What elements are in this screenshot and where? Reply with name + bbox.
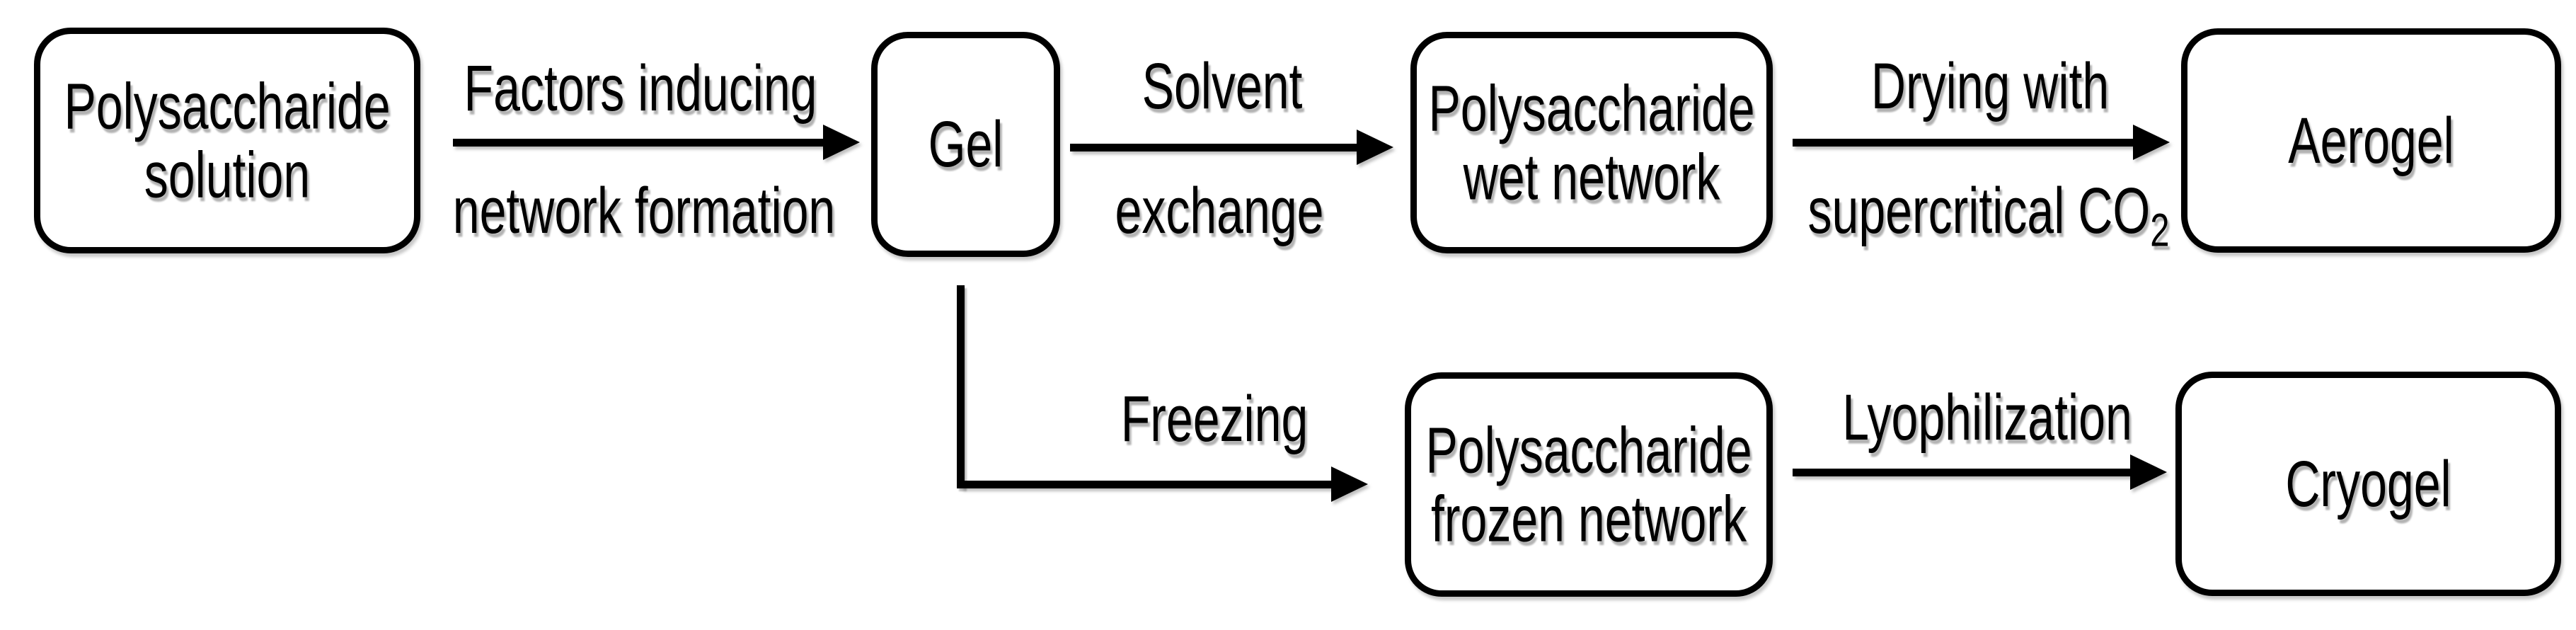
node-label-line1: Polysaccharide: [1425, 413, 1752, 487]
edge-label-drying-line1: Drying with: [1870, 50, 2110, 123]
arrow-shaft: [1793, 138, 2133, 147]
node-label-line1: Polysaccharide: [64, 69, 391, 143]
arrow-gel-to-frozen-network: [961, 466, 1368, 502]
edge-label-freezing: Freezing: [1120, 382, 1309, 456]
co2-subscript: 2: [2150, 205, 2170, 257]
connector-gel-down-line: [957, 285, 965, 488]
edge-label-factors-line2: network formation: [452, 174, 836, 248]
edge-label-lyophilization: Lyophilization: [1842, 381, 2132, 454]
node-label: Aerogel: [2288, 104, 2454, 177]
edge-label-solvent-line1: Solvent: [1142, 50, 1303, 123]
node-gel: Gel: [871, 32, 1060, 257]
arrow-shaft: [961, 480, 1331, 488]
arrow-wet-network-to-aerogel: [1793, 125, 2170, 160]
arrow-shaft: [1070, 143, 1357, 151]
arrow-frozen-network-to-cryogel: [1793, 454, 2167, 490]
node-aerogel: Aerogel: [2181, 28, 2561, 253]
node-label-line2: wet network: [1463, 140, 1720, 214]
arrowhead-right-icon: [1331, 466, 1368, 502]
edge-label-drying-line2-text: supercritical CO: [1807, 174, 2151, 248]
arrow-shaft: [1793, 468, 2130, 476]
edge-label-factors-line1: Factors inducing: [464, 52, 817, 125]
node-label-line1: Polysaccharide: [1428, 71, 1755, 145]
arrow-shaft: [453, 138, 823, 147]
arrow-gel-to-wet-network: [1070, 130, 1393, 165]
node-label-line2: frozen network: [1431, 482, 1747, 556]
arrowhead-right-icon: [2130, 454, 2167, 490]
edge-label-solvent-line2: exchange: [1115, 174, 1324, 248]
node-label: Cryogel: [2285, 447, 2451, 520]
arrowhead-right-icon: [823, 125, 860, 160]
node-cryogel: Cryogel: [2175, 372, 2561, 596]
arrow-solution-to-gel: [453, 125, 860, 160]
arrowhead-right-icon: [2133, 125, 2170, 160]
node-label-line2: solution: [144, 138, 311, 212]
arrowhead-right-icon: [1357, 130, 1393, 165]
node-label: Gel: [928, 108, 1004, 181]
edge-label-drying-line2: supercritical CO2: [1808, 178, 2170, 254]
